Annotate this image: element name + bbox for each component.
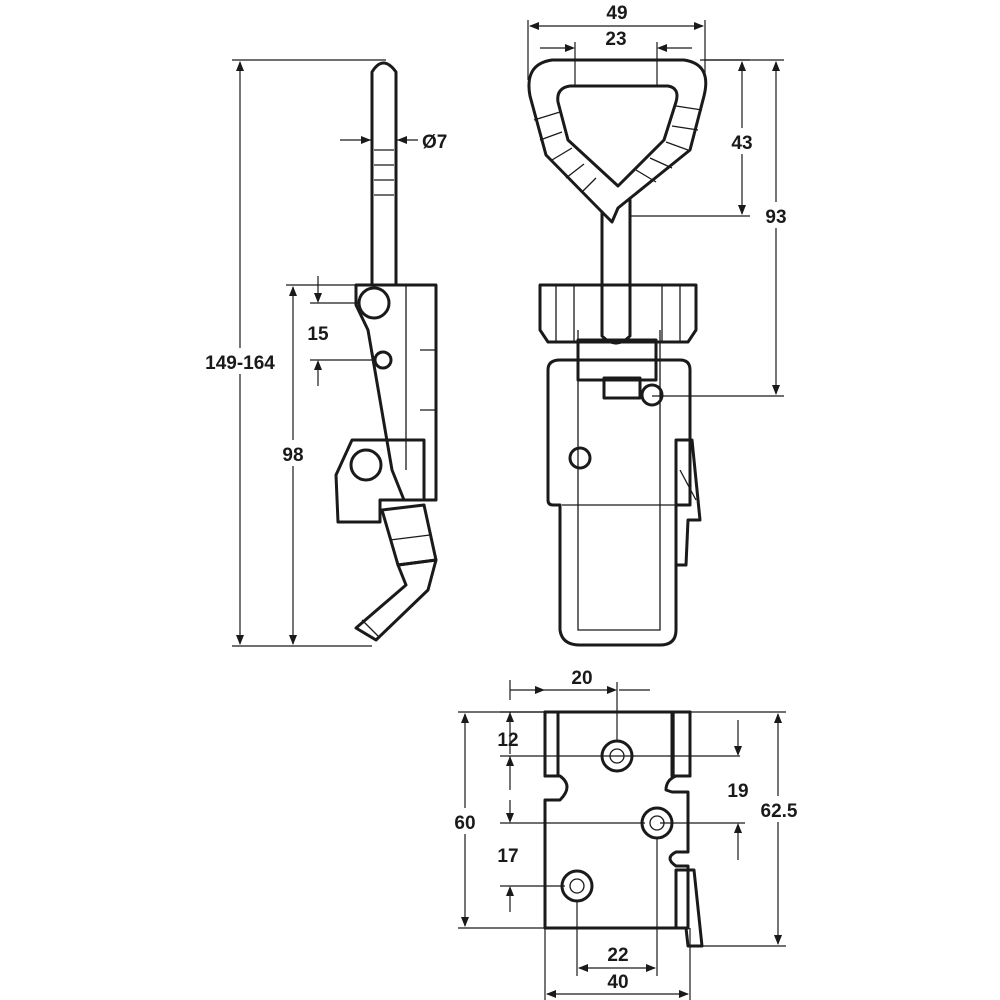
- front-43-label-bg: [724, 128, 760, 154]
- front-handle-height-label: 43: [731, 133, 752, 154]
- side-lower-pivot: [349, 448, 383, 482]
- front-23-arrow-right: [657, 44, 667, 52]
- side-overall-label-bg: [192, 348, 288, 374]
- side-middle-pivot: [373, 350, 393, 370]
- front-handle-grip-marks: [533, 105, 703, 193]
- base-20-arrow-right: [607, 686, 617, 694]
- base-bottom-hole: [560, 869, 594, 903]
- front-inner-width-label: 23: [605, 29, 626, 50]
- side-view: 149-164 Ø7 15 98: [192, 59, 447, 647]
- base-17-arrow-bottom: [506, 886, 514, 896]
- front-main-body: [546, 358, 692, 647]
- front-right-rivet: [640, 383, 664, 407]
- base-62-5-extension-lines: [690, 711, 786, 947]
- base-12-arrow-bottom: [506, 756, 514, 766]
- side-pivot-spacing-label: 15: [307, 324, 329, 345]
- front-hinge-lines: [555, 286, 681, 342]
- base-plate-length-label: 60: [454, 813, 475, 834]
- front-23-arrow-left: [565, 44, 575, 52]
- front-center-block: [576, 338, 658, 382]
- base-hole-spacing-bottom-label: 22: [607, 945, 628, 966]
- base-60-extension-lines: [458, 711, 545, 929]
- side-body-label-bg: [274, 440, 312, 466]
- front-handle-inner: [556, 84, 679, 188]
- base-hole-offset-right-label: 19: [727, 781, 748, 802]
- side-lever-rod: [370, 61, 398, 286]
- base-view: 20 12 19 60 62.5 17 22: [446, 668, 802, 1000]
- front-side-catch: [674, 438, 702, 567]
- base-22-extension-lines: [576, 838, 658, 976]
- side-diameter-arrow-right: [397, 136, 407, 144]
- base-overall-length-label: 62.5: [761, 801, 798, 822]
- side-hook-block: [334, 438, 426, 524]
- side-pivot-arrow-top: [314, 293, 322, 303]
- base-40-extension-lines: [544, 928, 691, 1000]
- front-23-extension-lines: [574, 42, 658, 86]
- side-overall-length-label: 149-164: [205, 353, 275, 374]
- side-catch-marks: [361, 534, 431, 637]
- side-upper-body: [354, 283, 438, 502]
- base-62-5-label-bg: [756, 796, 802, 822]
- front-handle-loop: [527, 58, 708, 224]
- base-17-extension-lines: [500, 822, 645, 887]
- base-12-arrow-top: [506, 712, 514, 722]
- front-handle-shank: [600, 198, 632, 345]
- side-overall-extension-lines: [232, 59, 386, 647]
- base-17-arrow-top: [506, 813, 514, 823]
- base-hole-offset-top-label: 12: [497, 730, 518, 751]
- front-lower-block: [602, 376, 642, 400]
- side-body-inner-line: [405, 286, 436, 470]
- front-hinge-block: [538, 283, 698, 344]
- front-49-extension-lines: [527, 20, 706, 80]
- base-catch-tab: [674, 868, 704, 948]
- side-diameter-arrow-left: [361, 136, 371, 144]
- front-side-catch-marks: [679, 469, 697, 501]
- front-93-label-bg: [756, 202, 796, 228]
- base-bottom-hole-inner: [569, 878, 585, 894]
- front-handle-to-pivot-label: 93: [765, 207, 786, 228]
- base-19-arrow-bottom: [734, 823, 742, 833]
- side-lever-grip-marks: [374, 149, 394, 196]
- front-left-rivet: [568, 446, 592, 470]
- base-plate-rails: [557, 712, 675, 776]
- base-60-label-bg: [446, 808, 484, 834]
- side-catch-tip: [354, 558, 438, 642]
- front-93-extension-lines: [652, 59, 784, 397]
- base-hole-offset-bottom-label: 17: [497, 846, 518, 867]
- side-pivot-extension-lines: [310, 302, 376, 361]
- front-outer-width-label: 49: [606, 3, 627, 24]
- side-diameter-label: Ø7: [422, 132, 447, 153]
- base-plate-outline: [543, 710, 692, 930]
- side-pivot-arrow-bottom: [314, 360, 322, 370]
- side-top-pivot: [357, 286, 391, 320]
- base-20-arrow-left: [535, 686, 545, 694]
- base-hole-spacing-top-label: 20: [571, 668, 592, 689]
- front-view: 49 23 43 93: [527, 3, 796, 647]
- side-body-length-label: 98: [282, 445, 303, 466]
- base-plate-width-label: 40: [607, 972, 628, 993]
- base-19-arrow-top: [734, 746, 742, 756]
- base-right-hinge: [670, 710, 692, 778]
- base-left-hinge: [543, 710, 560, 778]
